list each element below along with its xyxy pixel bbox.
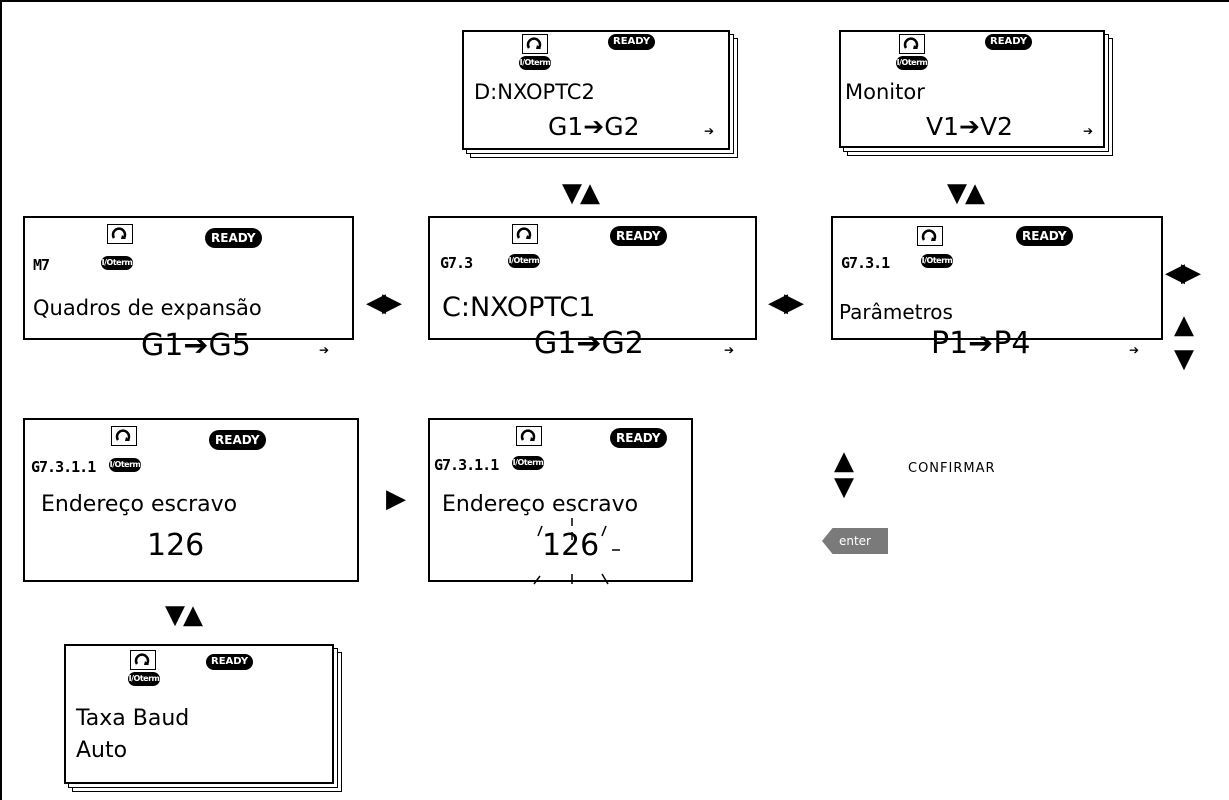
io-term-icon: I/Oterm	[109, 458, 141, 472]
rotation-icon	[516, 426, 542, 446]
parameter-value: Auto	[76, 738, 128, 763]
left-right-arrows-icon: ◀▶	[768, 288, 804, 318]
rotation-icon	[512, 224, 538, 244]
panel-range: G1➔G2	[548, 112, 640, 141]
menu-location: M7	[33, 256, 50, 274]
rotation-icon	[917, 226, 943, 246]
enter-key-icon: enter	[822, 528, 888, 554]
io-term-icon: I/Oterm	[519, 56, 551, 70]
io-term-icon: I/Oterm	[896, 56, 928, 70]
panel-range: V1➔V2	[926, 112, 1013, 141]
rotation-icon	[107, 224, 133, 244]
menu-location: G7.3.1.1	[434, 456, 499, 474]
blink-rays-icon	[533, 518, 620, 585]
up-down-arrows-icon: ▼▲	[947, 178, 985, 208]
panel-range: G1➔G5	[141, 328, 251, 363]
parameter-value-blinking: 126	[542, 528, 600, 563]
rotation-icon	[111, 426, 137, 446]
menu-location: G7.3	[440, 254, 473, 272]
down-arrow-icon: ▼	[1174, 344, 1194, 374]
io-term-icon: I/Oterm	[101, 256, 133, 270]
panel-monitor: I/Oterm READY Monitor V1➔V2 ➔	[839, 30, 1105, 148]
ready-badge: READY	[610, 226, 667, 246]
ready-badge: READY	[209, 430, 266, 450]
panel-range: P1➔P4	[931, 326, 1031, 361]
right-arrow-icon: ▶	[386, 484, 406, 514]
panel-option-c: G7.3 I/Oterm READY C:NXOPTC1 G1➔G2 ➔	[428, 216, 757, 361]
parameter-value: 126	[147, 528, 205, 563]
rotation-icon	[899, 34, 925, 54]
confirm-label: CONFIRMAR	[908, 461, 996, 476]
down-arrow-icon: ▼	[834, 472, 854, 502]
up-arrow-icon: ▲	[1174, 310, 1194, 340]
ready-badge: READY	[206, 654, 254, 670]
panel-title: D:NXOPTC2	[474, 80, 595, 104]
ready-badge: READY	[205, 228, 262, 248]
panel-title: C:NXOPTC1	[442, 292, 596, 323]
panel-title: Endereço escravo	[41, 492, 238, 517]
io-term-icon: I/Oterm	[921, 254, 953, 268]
panel-slave-address: G7.3.1.1 I/Oterm READY Endereço escravo …	[23, 418, 359, 582]
more-arrow-icon: ➔	[704, 124, 715, 138]
more-arrow-icon: ➔	[319, 343, 330, 357]
panel-title: Taxa Baud	[76, 706, 190, 731]
rotation-icon	[522, 34, 548, 54]
up-arrow-icon: ▲	[834, 446, 854, 476]
ready-badge: READY	[610, 428, 667, 448]
panel-baud-rate: I/Oterm READY Taxa Baud Auto	[64, 644, 334, 784]
panel-title: Endereço escravo	[442, 492, 639, 517]
up-down-arrows-icon: ▼▲	[165, 600, 203, 630]
more-arrow-icon: ➔	[724, 343, 735, 357]
panel-expansion-boards: M7 I/Oterm READY Quadros de expansão G1➔…	[23, 216, 354, 363]
menu-location: G7.3.1	[841, 254, 890, 272]
left-right-arrows-icon: ◀▶	[1165, 258, 1201, 288]
ready-badge: READY	[608, 34, 656, 50]
more-arrow-icon: ➔	[1129, 343, 1140, 357]
io-term-icon: I/Oterm	[128, 672, 160, 686]
ready-badge: READY	[1016, 226, 1073, 246]
panel-range: G1➔G2	[534, 326, 644, 361]
panel-slave-address-edit: G7.3.1.1 I/Oterm READY Endereço escravo …	[428, 418, 693, 585]
panel-option-d: I/Oterm READY D:NXOPTC2 G1➔G2 ➔	[462, 30, 730, 150]
up-down-arrows-icon: ▼▲	[562, 178, 600, 208]
panel-title: Monitor	[845, 80, 925, 104]
panel-title: Quadros de expansão	[33, 296, 262, 320]
rotation-icon	[130, 650, 156, 670]
more-arrow-icon: ➔	[1083, 124, 1094, 138]
panel-parameters: G7.3.1 I/Oterm READY Parâmetros P1➔P4 ➔	[831, 216, 1163, 361]
io-term-icon: I/Oterm	[512, 456, 544, 470]
panel-title: Parâmetros	[839, 300, 953, 324]
ready-badge: READY	[985, 34, 1033, 50]
left-right-arrows-icon: ◀▶	[366, 288, 402, 318]
io-term-icon: I/Oterm	[508, 254, 540, 268]
menu-location: G7.3.1.1	[31, 458, 96, 476]
